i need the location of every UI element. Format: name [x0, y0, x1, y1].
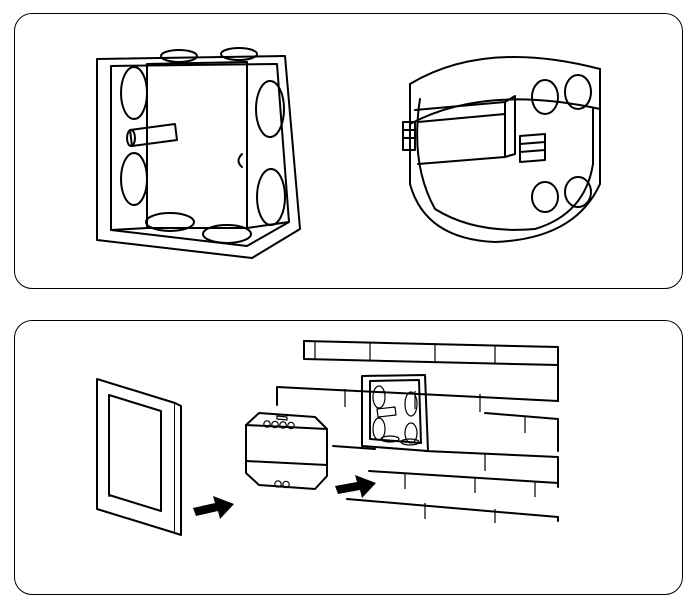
arrow-right-icon: [193, 496, 234, 519]
switch-icon: [96, 378, 182, 536]
bottom-panel: [14, 320, 683, 595]
wall-box-icon: [361, 374, 429, 452]
square-box-icon: [96, 47, 301, 259]
module-icon: [245, 412, 328, 490]
round-box-icon: [402, 56, 601, 243]
arrow-right-icon: [335, 475, 376, 498]
junction-boxes-illustration: [96, 47, 601, 259]
brick-wall-icon: [276, 340, 559, 523]
top-panel: [14, 13, 683, 289]
installation-illustration: [96, 340, 559, 536]
